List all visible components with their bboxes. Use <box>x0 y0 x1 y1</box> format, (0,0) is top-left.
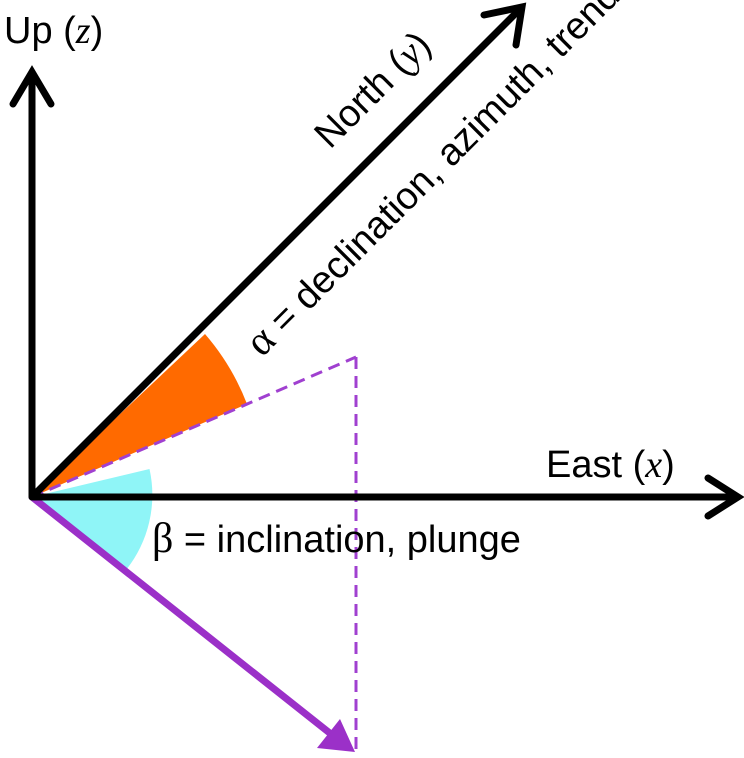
vector-shaft <box>28 493 340 742</box>
north-axis-arrowhead <box>480 2 527 49</box>
projection-lines <box>31 355 358 752</box>
east-axis <box>32 474 744 520</box>
north-axis <box>28 2 527 501</box>
up-axis <box>9 65 55 497</box>
vector-arrow <box>28 493 355 752</box>
north-axis-label: North (y) <box>307 24 440 157</box>
east-axis-label: East (x) <box>546 444 675 486</box>
beta-label: β = inclination, plunge <box>152 516 521 562</box>
east-axis-arrowhead <box>704 474 744 520</box>
alpha-angle-wedge <box>32 334 247 497</box>
horizontal-projection-line <box>31 355 357 499</box>
up-axis-label: Up (z) <box>4 10 103 52</box>
vector-arrowhead <box>317 719 355 752</box>
up-axis-arrowhead <box>9 65 55 108</box>
